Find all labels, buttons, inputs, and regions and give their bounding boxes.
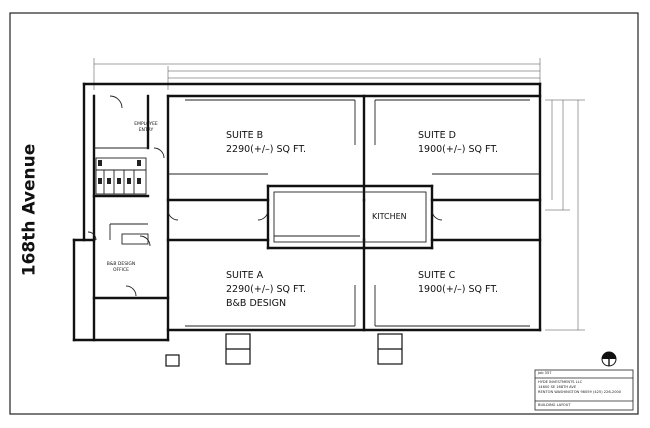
employee-entry-line-2: ENTRY: [138, 128, 154, 133]
title-block-address-2: RENTON WASHINGTON 98059 (425) 226-2000: [538, 390, 622, 394]
suite-a-label: SUITE A 2290(+/–) SQ FT. B&B DESIGN: [226, 269, 306, 311]
interior-details: [87, 95, 540, 327]
design-office-line-2: OFFICE: [112, 268, 130, 273]
suite-d-area: 1900(+/–) SQ FT.: [418, 144, 499, 155]
kitchen-label: KITCHEN: [371, 212, 408, 221]
title-block-owner-name: HYDE INVESTMENTS LLC: [538, 380, 583, 384]
suite-a-area: 2290(+/–) SQ FT.: [226, 284, 307, 295]
employee-entry-line-1: EMPLOYEE: [134, 122, 158, 127]
street-name-label: 168th Avenue: [14, 143, 44, 277]
suite-b-label: SUITE B 2290(+/–) SQ FT.: [226, 129, 306, 157]
suite-b-name: SUITE B: [226, 130, 264, 141]
suite-a-tenant: B&B DESIGN: [226, 298, 287, 309]
title-block-frame: [534, 369, 634, 411]
walls: [72, 82, 542, 342]
design-office-line-1: B&B DESIGN: [106, 262, 136, 267]
suite-d-name: SUITE D: [418, 130, 456, 141]
suite-d-label: SUITE D 1900(+/–) SQ FT.: [418, 129, 498, 157]
dimension-lines: [93, 58, 585, 331]
title-block-sheet-no: Job 357: [538, 371, 552, 375]
suite-c-area: 1900(+/–) SQ FT.: [418, 284, 499, 295]
street-name-text: 168th Avenue: [19, 143, 39, 277]
entry-vestibules: [165, 333, 403, 367]
suite-c-label: SUITE C 1900(+/–) SQ FT.: [418, 269, 498, 297]
sheet-border: [9, 12, 639, 415]
title-block-owner: HYDE INVESTMENTS LLC 14600 SE 168TH AVE …: [538, 380, 621, 395]
title-block-address-1: 14600 SE 168TH AVE: [538, 385, 577, 389]
suite-c-name: SUITE C: [418, 270, 456, 281]
restroom-fixtures: [98, 160, 141, 184]
suite-a-name: SUITE A: [226, 270, 264, 281]
design-office-label: B&B DESIGN OFFICE: [105, 262, 137, 274]
title-block-drawing-title: BUILDING LAYOUT: [538, 403, 571, 407]
employee-entry-label: EMPLOYEE ENTRY: [131, 122, 161, 134]
north-arrow-icon: [601, 351, 617, 367]
suite-b-area: 2290(+/–) SQ FT.: [226, 144, 307, 155]
